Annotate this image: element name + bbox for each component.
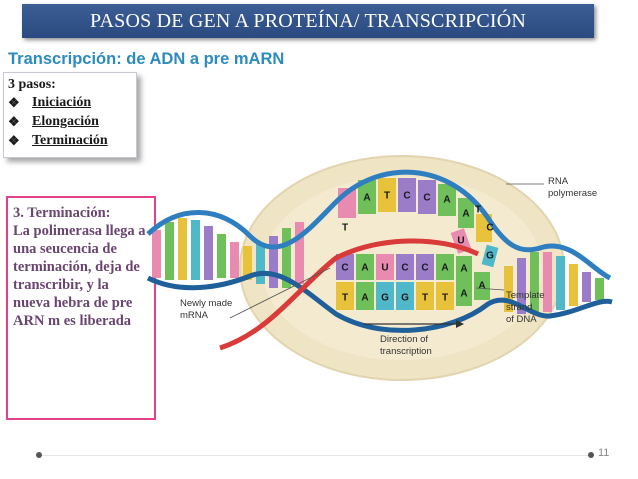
label-newly-made-2: mRNA xyxy=(180,310,209,321)
svg-text:C: C xyxy=(421,263,428,274)
step-label: Elongación xyxy=(32,114,99,129)
coding-strand-bases xyxy=(338,178,492,242)
svg-text:C: C xyxy=(341,263,348,274)
label-newly-made-1: Newly made xyxy=(180,298,232,309)
label-rna-2: polymerase xyxy=(548,188,597,199)
note-text: La polimerasa llega a una seucencia de t… xyxy=(13,223,146,329)
step-label: Terminación xyxy=(32,133,108,148)
diamond-bullet-icon: ❖ xyxy=(8,133,20,148)
footer-dot-right xyxy=(588,452,594,458)
steps-heading: 3 pasos: xyxy=(8,77,56,92)
label-template-1: Template xyxy=(506,290,545,301)
svg-text:T: T xyxy=(342,223,348,234)
svg-text:A: A xyxy=(441,263,448,274)
step-item-iniciacion: ❖ Iniciación xyxy=(8,93,132,112)
step-item-elongacion: ❖ Elongación xyxy=(8,112,132,131)
arrowhead-icon xyxy=(456,320,464,328)
free-base-g-letter: G xyxy=(486,251,494,262)
svg-text:A: A xyxy=(443,195,450,206)
svg-text:A: A xyxy=(361,293,368,304)
svg-text:T: T xyxy=(475,205,481,216)
page-number: 11 xyxy=(598,447,610,459)
svg-text:T: T xyxy=(422,293,428,304)
template-strand-bases xyxy=(336,272,490,310)
mrna-bases xyxy=(336,254,472,282)
svg-text:T: T xyxy=(342,293,348,304)
svg-text:A: A xyxy=(460,264,467,275)
svg-text:A: A xyxy=(478,281,485,292)
mrna-letters: C A U C C A A xyxy=(341,263,467,275)
slide-subtitle: Transcripción: de ADN a pre mARN xyxy=(8,50,285,68)
footer-rule xyxy=(40,455,592,456)
svg-text:A: A xyxy=(460,289,467,300)
label-direction-1: Direction of xyxy=(380,334,428,345)
diamond-bullet-icon: ❖ xyxy=(8,114,20,129)
free-base-u-letter: U xyxy=(457,236,464,247)
label-direction-2: transcription xyxy=(380,346,432,357)
svg-text:A: A xyxy=(462,209,469,220)
template-letters: T A G G T T A A xyxy=(342,281,486,304)
footer-dot-left xyxy=(36,452,42,458)
free-nucleotide-g xyxy=(481,244,499,268)
svg-text:G: G xyxy=(401,293,409,304)
note-title: 3. Terminación: xyxy=(13,205,111,221)
diamond-bullet-icon: ❖ xyxy=(8,95,20,110)
title-bar: PASOS DE GEN A PROTEÍNA/ TRANSCRIPCIÓN xyxy=(22,4,594,38)
termination-note: 3. Terminación: La polimerasa llega a un… xyxy=(6,196,156,420)
svg-text:C: C xyxy=(401,263,408,274)
svg-text:T: T xyxy=(442,293,448,304)
coding-strand-letters: A T C C A A T C T xyxy=(342,191,494,234)
svg-text:C: C xyxy=(423,193,430,204)
svg-text:G: G xyxy=(381,293,389,304)
svg-text:A: A xyxy=(361,263,368,274)
left-helix-rungs xyxy=(152,218,304,288)
slide-title: PASOS DE GEN A PROTEÍNA/ TRANSCRIPCIÓN xyxy=(89,9,527,32)
transcription-diagram: A T C C A A T C T C A U C C A A T A G G … xyxy=(140,118,618,410)
label-template-3: of DNA xyxy=(506,314,537,325)
step-item-terminacion: ❖ Terminación xyxy=(8,131,132,150)
dna-backbone-bottom xyxy=(146,270,613,333)
svg-text:C: C xyxy=(486,223,493,234)
label-template-2: strand xyxy=(506,302,532,313)
svg-text:T: T xyxy=(384,191,390,202)
label-rna-1: RNA xyxy=(548,176,569,187)
step-label: Iniciación xyxy=(32,95,92,110)
steps-box: 3 pasos: ❖ Iniciación ❖ Elongación ❖ Ter… xyxy=(3,72,137,158)
svg-text:C: C xyxy=(403,191,410,202)
right-helix-rungs xyxy=(504,252,604,314)
mrna-strand xyxy=(219,238,480,351)
transcription-illustration: A T C C A A T C T C A U C C A A T A G G … xyxy=(146,155,613,381)
dna-backbone-top xyxy=(146,169,612,281)
svg-text:A: A xyxy=(363,193,370,204)
svg-text:U: U xyxy=(381,263,388,274)
